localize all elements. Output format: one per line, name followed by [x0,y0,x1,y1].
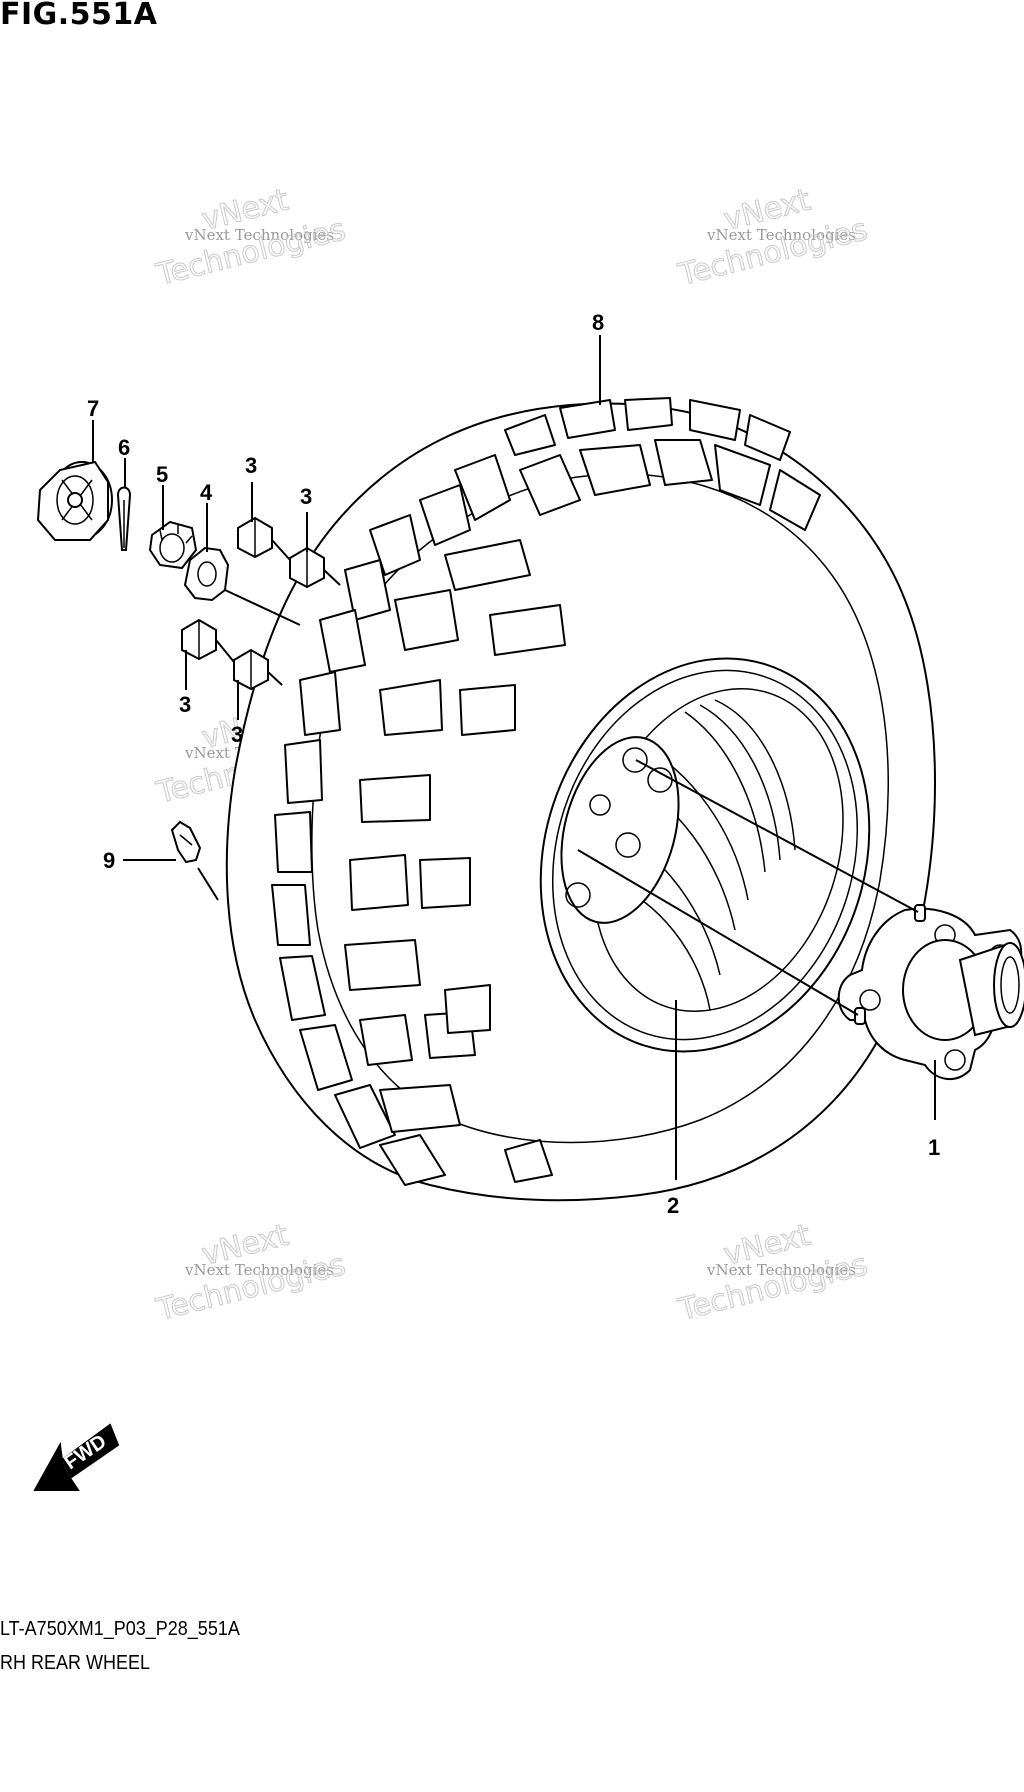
svg-text:vNext Technologies: vNext Technologies [184,226,334,244]
callout-8: 8 [592,310,604,335]
hub-part-1 [837,904,1024,1080]
watermark-top-right: vNext Technologies vNext Technologies [674,182,871,293]
rim-part-2 [539,657,871,1053]
callout-9: 9 [103,848,115,873]
figure-code: LT-A750XM1_P03_P28_551A [0,1618,240,1640]
wheel-nut-part-3-a [237,516,273,559]
castle-nut-part-5 [148,520,198,570]
valve-stem-part-9 [170,820,202,864]
cotter-pin-part-6 [116,486,132,551]
wheel-nut-part-3-c [181,618,217,661]
callout-7: 7 [87,396,99,421]
figure-description: RH REAR WHEEL [0,1652,151,1674]
leader-lines [92,335,936,1180]
svg-text:vNext Technologies: vNext Technologies [706,226,856,244]
callout-4: 4 [200,480,213,505]
wheel-nut-part-3-d [233,648,269,691]
callout-2: 2 [667,1193,679,1218]
svg-text:vNext Technologies: vNext Technologies [184,1261,334,1279]
hub-cap-part-7 [36,460,113,541]
callout-5: 5 [156,462,168,487]
svg-text:vNext Technologies: vNext Technologies [706,1261,856,1279]
watermark-bottom-right: vNext Technologies vNext Technologies [674,1217,871,1328]
callout-1: 1 [928,1135,940,1160]
callout-6: 6 [118,435,130,460]
fwd-direction-marker: FWD [33,1423,120,1491]
wheel-nut-part-3-b [289,546,325,589]
watermark-top-left: vNext Technologies vNext Technologies [152,182,349,293]
callout-3-top-right: 3 [300,484,312,509]
callout-3-bottom-left: 3 [179,692,191,717]
callout-3-top-left: 3 [245,453,257,478]
figure-title: FIG.551A [0,0,158,32]
callout-3-bottom-right: 3 [231,722,243,747]
watermark-bottom-left: vNext Technologies vNext Technologies [152,1217,349,1328]
